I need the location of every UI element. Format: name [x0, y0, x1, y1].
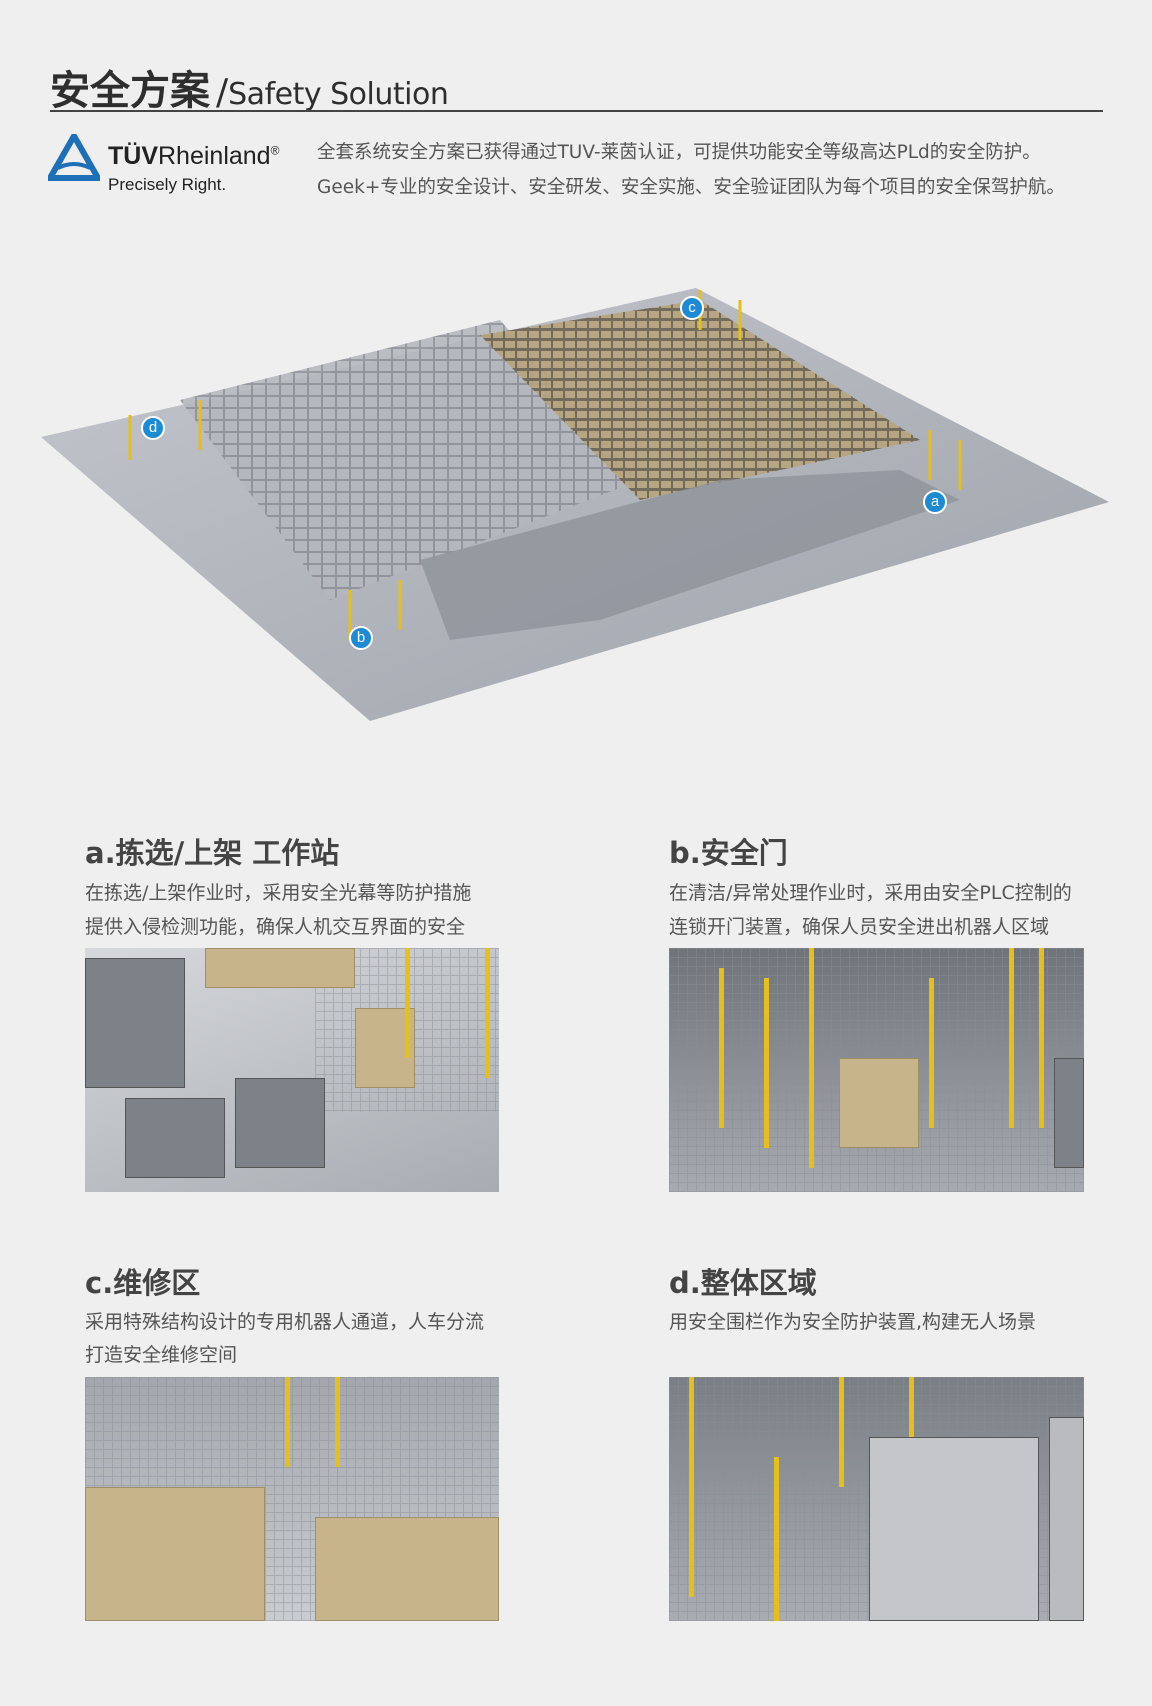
section-b-desc-2: 连锁开门装置，确保人员安全进出机器人区域: [669, 916, 1050, 938]
safety-fences: [128, 290, 962, 640]
warehouse-overview-illustration: a b c d: [0, 260, 1152, 760]
marker-d[interactable]: d: [141, 416, 165, 440]
section-a-heading: a.拣选/上架 工作站: [85, 836, 340, 870]
logo-tagline: Precisely Right.: [108, 175, 227, 194]
title-divider: [50, 110, 1103, 112]
workstations: [420, 470, 960, 640]
marker-c[interactable]: c: [680, 296, 704, 320]
section-b-heading: b.安全门: [669, 836, 788, 870]
storage-racks-boxes: [480, 300, 920, 500]
storage-racks-grey: [180, 320, 640, 600]
logo-name: TÜVRheinland®: [108, 142, 280, 170]
section-b-desc-1: 在清洁/异常处理作业时，采用由安全PLC控制的: [669, 882, 1072, 904]
page-title: 安全方案/Safety Solution: [50, 58, 449, 116]
title-slash: /: [216, 72, 229, 113]
section-a-desc-2: 提供入侵检测功能，确保人机交互界面的安全: [85, 916, 466, 938]
section-b-image: [669, 948, 1084, 1192]
section-a-image: [85, 948, 499, 1192]
section-c-image: [85, 1377, 499, 1621]
section-c-desc-2: 打造安全维修空间: [85, 1344, 238, 1366]
section-d-image: [669, 1377, 1084, 1621]
intro-line-1: 全套系统安全方案已获得通过TUV-莱茵认证，可提供功能安全等级高达PLd的安全防…: [317, 142, 1041, 163]
section-d-heading: d.整体区域: [669, 1266, 817, 1300]
tuv-logo: TÜVRheinland® Precisely Right.: [48, 132, 308, 198]
section-c-heading: c.维修区: [85, 1266, 201, 1300]
marker-a[interactable]: a: [923, 490, 947, 514]
intro-line-2: Geek+专业的安全设计、安全研发、安全实施、安全验证团队为每个项目的安全保驾护…: [317, 177, 1065, 198]
title-en: Safety Solution: [228, 77, 449, 112]
section-c-desc-1: 采用特殊结构设计的专用机器人通道，人车分流: [85, 1311, 485, 1333]
section-a-desc-1: 在拣选/上架作业时，采用安全光幕等防护措施: [85, 882, 472, 904]
title-cn: 安全方案: [50, 68, 210, 114]
marker-b[interactable]: b: [349, 626, 373, 650]
section-d-desc-1: 用安全围栏作为安全防护装置,构建无人场景: [669, 1311, 1037, 1333]
tuv-triangle-icon: [48, 134, 100, 181]
